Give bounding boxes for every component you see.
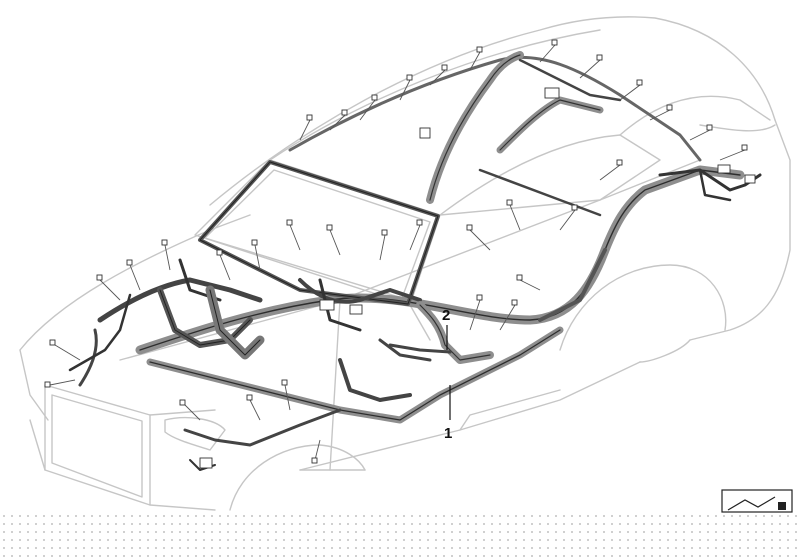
callout-2: 2 <box>442 307 450 350</box>
car-body-outline <box>19 16 791 511</box>
main-harness-trunk <box>135 165 745 424</box>
callout-1: 1 <box>444 385 452 442</box>
part-symbol-icon <box>721 489 793 513</box>
branch-wires <box>49 44 746 461</box>
engine-bay-harness <box>68 258 342 471</box>
side-branch-harness <box>388 301 494 364</box>
callout-1-label: 1 <box>444 425 452 442</box>
windshield-frame-harness <box>198 160 440 306</box>
roof-harness <box>288 51 702 217</box>
dotted-footer-band <box>0 512 800 560</box>
cockpit-harness <box>298 278 432 402</box>
callout-2-label: 2 <box>442 307 450 324</box>
connectors <box>44 39 756 469</box>
